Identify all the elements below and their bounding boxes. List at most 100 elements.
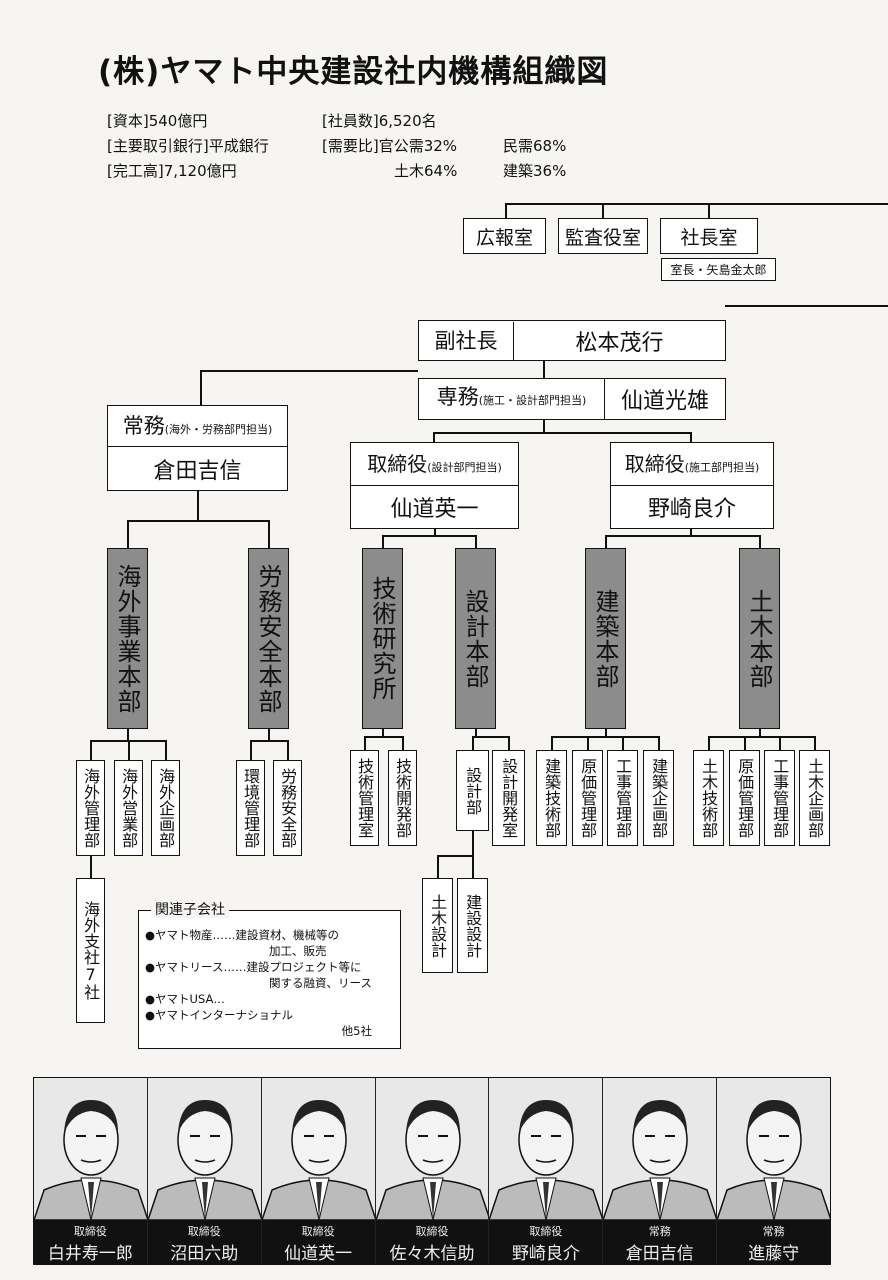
dept-box: 海外管理部 <box>76 760 105 856</box>
connector <box>759 728 761 736</box>
connector <box>543 360 545 378</box>
portrait-cell: 取締役野崎良介 <box>489 1078 604 1264</box>
connector <box>165 740 167 760</box>
connector <box>364 736 402 738</box>
info-bank: [主要取引銀行]平成銀行 <box>107 137 269 155</box>
portrait-illustration <box>34 1100 147 1220</box>
portrait-role: 常務 <box>648 1225 671 1238</box>
portrait-cell: 取締役沼田六助 <box>147 1078 262 1264</box>
dept-box: 土木技術部 <box>693 750 724 846</box>
connector <box>475 728 477 736</box>
jomu-role: 常務 <box>122 414 165 438</box>
hq-overseas: 海外事業本部 <box>107 548 148 729</box>
info-completed: [完工高]7,120億円 <box>107 162 237 180</box>
connector <box>127 520 129 548</box>
connector <box>508 736 510 750</box>
portrait-cell: 取締役仙道英一 <box>261 1078 376 1264</box>
connector <box>250 740 288 742</box>
hq-building: 建築本部 <box>585 548 626 729</box>
info-civil: 土木64% <box>394 162 458 180</box>
connector <box>551 736 659 738</box>
page-title: (株)ヤマト中央建設社内機構組織図 <box>98 54 609 90</box>
connector <box>90 740 92 760</box>
connector <box>472 736 508 738</box>
info-private: 民需68% <box>503 137 567 155</box>
portrait-illustration <box>489 1100 603 1220</box>
connector <box>505 203 507 218</box>
connector <box>605 535 760 537</box>
portrait-role: 取締役 <box>301 1225 335 1238</box>
connector <box>708 736 815 738</box>
senmu-note: (施工・設計部門担当) <box>478 394 587 407</box>
info-capital: [資本]540億円 <box>107 112 208 130</box>
connector <box>402 736 404 750</box>
connector <box>708 736 710 750</box>
info-demand: [需要比]官公需32% <box>322 137 458 155</box>
dept-box: 設計開発室 <box>492 750 525 846</box>
portrait-illustration <box>147 1100 261 1220</box>
vp-name: 松本茂行 <box>575 330 664 356</box>
portrait-name: 沼田六助 <box>170 1244 239 1264</box>
connector <box>433 432 691 434</box>
connector <box>605 535 607 548</box>
dept-box: 原価管理部 <box>729 750 760 846</box>
portrait-cell: 常務進藤守 <box>717 1078 831 1264</box>
portrait-role: 常務 <box>762 1225 785 1238</box>
portrait-name: 白井寿一郎 <box>47 1244 133 1264</box>
jomu-note: (海外・労務部門担当) <box>164 423 273 436</box>
subsidiary-desc: ……建設資材、機械等の <box>212 928 340 942</box>
portrait-caption: 取締役佐々木信助 <box>375 1220 489 1264</box>
subsidiary-name: ●ヤマトリース <box>145 960 224 974</box>
senmu-name: 仙道光雄 <box>620 389 709 414</box>
portrait-role: 取締役 <box>187 1225 221 1238</box>
connector <box>814 736 816 750</box>
connector <box>587 736 589 750</box>
connector <box>472 855 474 878</box>
connector <box>364 736 366 750</box>
director-construction-note: (施工部門担当) <box>684 461 760 474</box>
senmu-role: 専務 <box>436 385 479 409</box>
dept-box: 建設設計 <box>457 878 488 973</box>
connector <box>433 432 435 442</box>
portrait-illustration <box>261 1100 375 1220</box>
director-design-role: 取締役 <box>367 452 428 476</box>
connector <box>127 728 129 740</box>
director-design-note: (設計部門担当) <box>427 461 502 474</box>
connector <box>475 535 477 548</box>
connector <box>437 855 473 857</box>
subsidiaries-others: 他5社 <box>341 1024 372 1038</box>
connector <box>287 740 289 760</box>
dept-box: 原価管理部 <box>572 750 603 846</box>
director-construction-name: 野崎良介 <box>647 497 736 522</box>
portrait-caption: 取締役野崎良介 <box>489 1220 603 1264</box>
connector <box>197 490 199 520</box>
connector <box>268 520 270 548</box>
director-construction-role: 取締役 <box>624 452 685 476</box>
connector <box>382 535 384 548</box>
portrait-name: 倉田吉信 <box>625 1244 694 1264</box>
dept-box: 建築企画部 <box>643 750 674 846</box>
director-design-box: 取締役(設計部門担当) 仙道英一 <box>350 442 519 529</box>
connector <box>437 855 439 878</box>
subsidiary-desc: 関する融資、リース <box>269 976 372 990</box>
connector <box>472 736 474 750</box>
subsidiary-desc: 加工、販売 <box>269 944 327 958</box>
connector <box>128 740 130 760</box>
info-employees: [社員数]6,520名 <box>322 112 437 130</box>
hq-design: 設計本部 <box>455 548 496 729</box>
director-design-name: 仙道英一 <box>390 497 479 522</box>
portrait-caption: 常務倉田吉信 <box>603 1220 717 1264</box>
dept-box: 設計部 <box>456 750 489 831</box>
portrait-illustration <box>717 1100 831 1220</box>
portrait-name: 野崎良介 <box>511 1244 580 1264</box>
connector <box>543 420 545 432</box>
executive-portraits: 取締役白井寿一郎取締役沼田六助取締役仙道英一取締役佐々木信助取締役野崎良介常務倉… <box>33 1077 831 1265</box>
portrait-cell: 常務倉田吉信 <box>603 1078 718 1264</box>
dept-box: 環境管理部 <box>236 760 265 856</box>
connector <box>268 728 270 740</box>
jomu-box: 常務(海外・労務部門担当) 倉田吉信 <box>107 405 288 491</box>
vice-president-box: 副社長 松本茂行 <box>418 320 726 361</box>
info-building: 建築36% <box>503 162 567 180</box>
connector <box>602 203 604 218</box>
connector <box>382 728 384 736</box>
